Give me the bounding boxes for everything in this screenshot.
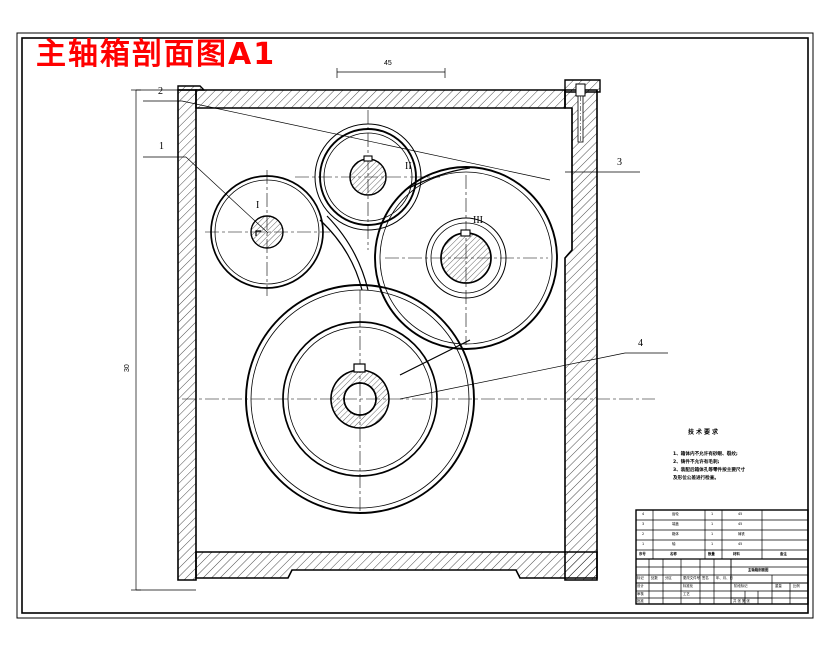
callout-2: 2 xyxy=(158,86,163,97)
tech-requirement-item-3: 3、装配后箱体孔等零件按主要尺寸 xyxy=(673,468,746,473)
parts-col-note: 备注 xyxy=(780,552,787,556)
parts-row-qty: 1 xyxy=(711,522,714,526)
callout-3: 3 xyxy=(617,157,622,168)
parts-row-material: 45 xyxy=(738,512,743,516)
parts-col-name: 名称 xyxy=(670,552,677,556)
gear-shaft-IV xyxy=(245,284,475,514)
tb-label-signature: 签名 xyxy=(702,576,709,580)
sheet-border xyxy=(16,32,814,619)
bolt-fastener xyxy=(575,83,586,143)
gear-shaft-II xyxy=(314,123,422,231)
dimension-left-30: 30 xyxy=(124,364,131,372)
shaft-label-I: I xyxy=(256,200,260,211)
callout-leaders xyxy=(143,100,668,400)
tb-label-change-file: 更改文件号 xyxy=(683,576,700,580)
parts-row-qty: 1 xyxy=(711,512,714,516)
parts-col-material: 材料 xyxy=(733,552,740,556)
gear-shaft-III xyxy=(374,166,558,350)
tb-label-weight: 重量 xyxy=(775,584,782,588)
tb-label-scale: 比例 xyxy=(793,584,800,588)
parts-row-material: 45 xyxy=(738,542,743,546)
parts-row-material: 铸铁 xyxy=(738,532,745,536)
parts-col-no: 序号 xyxy=(639,552,646,556)
dimension-lines xyxy=(131,68,446,591)
tb-label-stage: 阶段标记 xyxy=(734,584,748,588)
parts-row-no: 2 xyxy=(642,532,645,536)
tb-label-check: 审核 xyxy=(637,592,644,596)
tb-label-std-check: 标准化 xyxy=(683,584,694,588)
tb-part-name: 主轴箱剖面图 xyxy=(748,568,769,572)
shaft-label-II: II xyxy=(405,161,412,172)
housing-internal-ribs xyxy=(319,167,471,376)
parts-row-no: 4 xyxy=(642,512,645,516)
tb-label-revision: 分区 xyxy=(665,576,672,580)
tech-requirement-item-4: 及形位公差进行检查。 xyxy=(673,476,719,481)
title-block-frame xyxy=(635,509,809,605)
tb-label-mark: 标记 xyxy=(637,576,644,580)
parts-row-name: 端盖 xyxy=(672,522,679,526)
tb-label-process: 工艺 xyxy=(683,592,690,596)
tb-label-date: 年、月、日 xyxy=(716,576,733,580)
dimension-top-45: 45 xyxy=(384,60,392,67)
page-title: 主轴箱剖面图A1 xyxy=(36,37,277,72)
tech-requirement-item-1: 1、箱体内不允许有砂眼、裂纹; xyxy=(673,452,738,457)
tech-requirements-heading: 技术要求 xyxy=(688,429,721,436)
gearbox-housing-section xyxy=(177,79,601,581)
parts-row-qty: 1 xyxy=(711,532,714,536)
parts-row-qty: 1 xyxy=(711,542,714,546)
tech-requirement-item-2: 2、铸件不允许有毛刺; xyxy=(673,460,720,465)
parts-row-material: 45 xyxy=(738,522,743,526)
callout-1: 1 xyxy=(159,141,164,152)
parts-row-name: 轴 xyxy=(672,542,676,546)
tb-label-sheet-of: 共 张 第 张 xyxy=(733,599,750,603)
parts-row-no: 1 xyxy=(642,542,645,546)
tb-label-count: 处数 xyxy=(651,576,658,580)
tb-label-design: 设计 xyxy=(637,584,644,588)
callout-4: 4 xyxy=(638,338,643,349)
parts-col-qty: 数量 xyxy=(708,552,715,556)
tb-label-approve: 批准 xyxy=(637,599,644,603)
parts-row-name: 齿轮 xyxy=(672,512,679,516)
parts-row-name: 箱体 xyxy=(672,532,679,536)
shaft-label-III: III xyxy=(473,215,483,226)
parts-row-no: 3 xyxy=(642,522,645,526)
